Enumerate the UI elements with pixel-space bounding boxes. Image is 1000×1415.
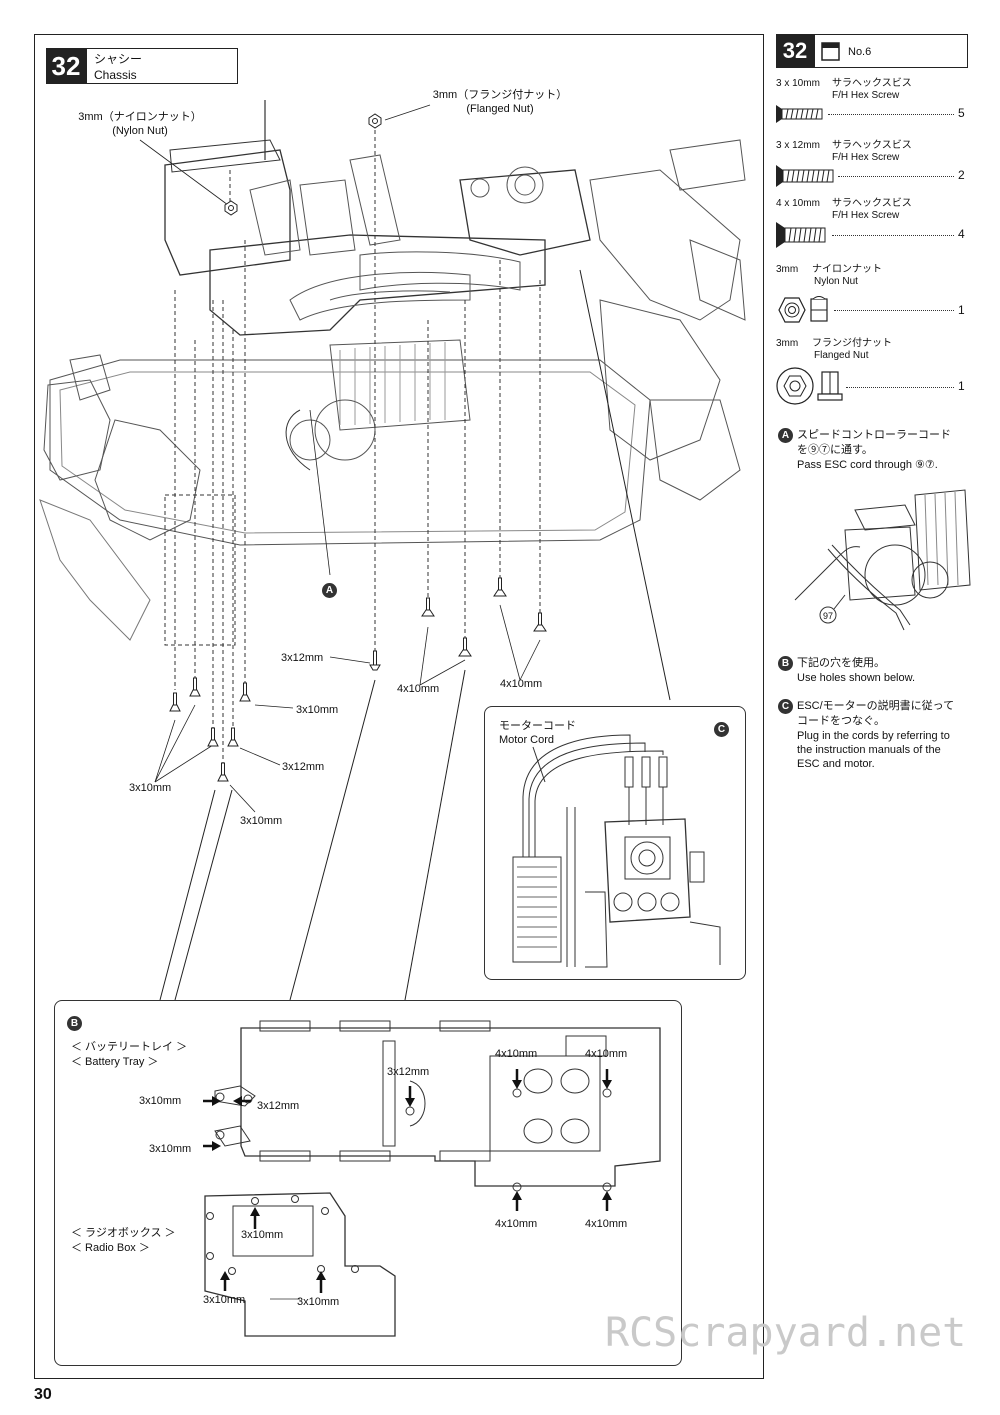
part-name-en: Nylon Nut xyxy=(814,276,858,287)
motor-cord-label-jp: モーターコード xyxy=(499,720,576,732)
page-number: 30 xyxy=(34,1386,52,1403)
part-name-jp: サラヘックスビス xyxy=(832,140,912,151)
detail-c-marker: C xyxy=(714,722,729,737)
radio-box-label-jp: ＜ ラジオボックス ＞ xyxy=(71,1227,176,1239)
nylon-nut-label-en: (Nylon Nut) xyxy=(112,125,168,137)
radio-box-label-en: ＜ Radio Box ＞ xyxy=(71,1242,150,1254)
part-name-en: F/H Hex Screw xyxy=(832,210,900,221)
note-b-en: Use holes shown below. xyxy=(797,672,916,684)
detail-b-frame: B ＜ バッテリートレイ ＞ ＜ Battery Tray ＞ ＜ ラジオボック… xyxy=(54,1000,682,1366)
note-a-en: Pass ESC cord through ⑨⑦. xyxy=(797,459,938,471)
parts-bag-label: No.6 xyxy=(848,46,872,58)
step-title-en: Chassis xyxy=(94,68,137,82)
hole-label: 4x10mm xyxy=(585,1048,628,1060)
flat-head-screw-icon xyxy=(776,222,826,248)
qty-leader xyxy=(838,176,954,177)
note-c-marker: C xyxy=(778,699,793,714)
hole-label: 3x12mm xyxy=(387,1066,430,1078)
screw-label: 3x10mm xyxy=(296,704,339,716)
part-name-jp: サラヘックスビス xyxy=(832,78,912,89)
parts-bag-box: No.6 xyxy=(814,34,968,68)
screw-label: 3x12mm xyxy=(282,761,325,773)
qty-leader xyxy=(846,387,954,388)
step-title-box: シャシー Chassis xyxy=(86,48,238,84)
battery-tray-label-en: ＜ Battery Tray ＞ xyxy=(71,1056,159,1068)
hole-label: 3x12mm xyxy=(257,1100,300,1112)
hole-label: 3x10mm xyxy=(241,1229,284,1241)
part-size: 3 x 10mm xyxy=(776,78,820,89)
part-qty: 1 xyxy=(958,379,965,393)
hole-label: 4x10mm xyxy=(585,1218,628,1230)
chassis-assembly-illustration xyxy=(39,100,746,1001)
part-name-jp: サラヘックスビス xyxy=(832,198,912,209)
part-ref-97: 97 xyxy=(823,611,833,621)
flanged-nut-icon xyxy=(776,367,843,405)
note-c-en-3: ESC and motor. xyxy=(797,758,875,770)
part-qty: 1 xyxy=(958,303,965,317)
part-qty: 4 xyxy=(958,227,965,241)
note-c-jp-1: ESC/モーターの説明書に従って xyxy=(797,700,955,712)
part-size: 4 x 10mm xyxy=(776,198,820,209)
part-size: 3mm xyxy=(776,264,799,275)
note-a-marker: A xyxy=(778,428,793,443)
qty-leader xyxy=(832,235,954,236)
flat-head-screw-icon xyxy=(776,105,823,123)
note-b-marker: B xyxy=(778,656,793,671)
nylon-nut-icon xyxy=(778,296,828,323)
esc-cord-routing-illustration: 97 xyxy=(794,489,971,631)
flat-head-screw-icon xyxy=(776,165,834,187)
screw-label: 3x12mm xyxy=(281,652,324,664)
step-title-jp: シャシー xyxy=(94,52,143,66)
screw-label: 4x10mm xyxy=(397,683,440,695)
hole-label: 3x10mm xyxy=(139,1095,182,1107)
screw-label: 4x10mm xyxy=(500,678,543,690)
parts-list: 3 x 10mm サラヘックスビス F/H Hex Screw 5 3 x 12… xyxy=(776,78,968,408)
note-c-jp-2: コードをつなぐ。 xyxy=(797,715,885,727)
part-name-en: F/H Hex Screw xyxy=(832,90,900,101)
note-b-jp: 下記の穴を使用。 xyxy=(797,657,885,669)
part-name-en: Flanged Nut xyxy=(814,350,869,361)
screw-label: 3x10mm xyxy=(240,815,283,827)
detail-b-marker: B xyxy=(67,1016,82,1031)
part-name-en: F/H Hex Screw xyxy=(832,152,900,163)
hole-label: 3x10mm xyxy=(203,1294,246,1306)
note-c-en-2: the instruction manuals of the xyxy=(797,744,941,756)
note-a-jp-1: スピードコントローラーコード xyxy=(797,429,951,441)
note-a-jp-2: を⑨⑦に通す。 xyxy=(797,444,873,456)
part-size: 3mm xyxy=(776,338,799,349)
main-step-frame xyxy=(34,34,764,1379)
hole-label: 3x10mm xyxy=(297,1296,340,1308)
esc-motor-connection-illustration xyxy=(512,734,721,968)
screw-icon xyxy=(369,650,381,671)
part-name-jp: フランジ付ナット xyxy=(812,338,892,349)
hole-label: 3x10mm xyxy=(149,1143,192,1155)
battery-tray-label-jp: ＜ バッテリートレイ ＞ xyxy=(71,1041,188,1053)
note-c-en-1: Plug in the cords by referring to xyxy=(797,730,950,742)
part-name-jp: ナイロンナット xyxy=(812,264,882,275)
flanged-nut-label-en: (Flanged Nut) xyxy=(466,103,534,115)
hole-label: 4x10mm xyxy=(495,1048,538,1060)
motor-cord-label-en: Motor Cord xyxy=(499,734,555,746)
step-number-badge: 32 xyxy=(46,48,86,84)
parts-bag-icon xyxy=(821,42,840,61)
detail-c-frame: C モーターコード Motor Cord xyxy=(484,706,746,980)
flanged-nut-label-jp: 3mm（フランジ付ナット） xyxy=(432,89,568,101)
nylon-nut-label-jp: 3mm（ナイロンナット） xyxy=(78,111,202,123)
part-size: 3 x 12mm xyxy=(776,140,820,151)
parts-step-number: 32 xyxy=(776,34,814,68)
hole-label: 4x10mm xyxy=(495,1218,538,1230)
callout-a-marker: A xyxy=(322,583,337,598)
screw-label: 3x10mm xyxy=(129,782,172,794)
qty-leader xyxy=(834,310,954,311)
mounting-holes-illustration xyxy=(203,1020,661,1337)
qty-leader xyxy=(828,114,954,115)
watermark-text: RCScrapyard.net xyxy=(605,1310,967,1356)
part-qty: 2 xyxy=(958,168,965,182)
part-qty: 5 xyxy=(958,106,965,120)
